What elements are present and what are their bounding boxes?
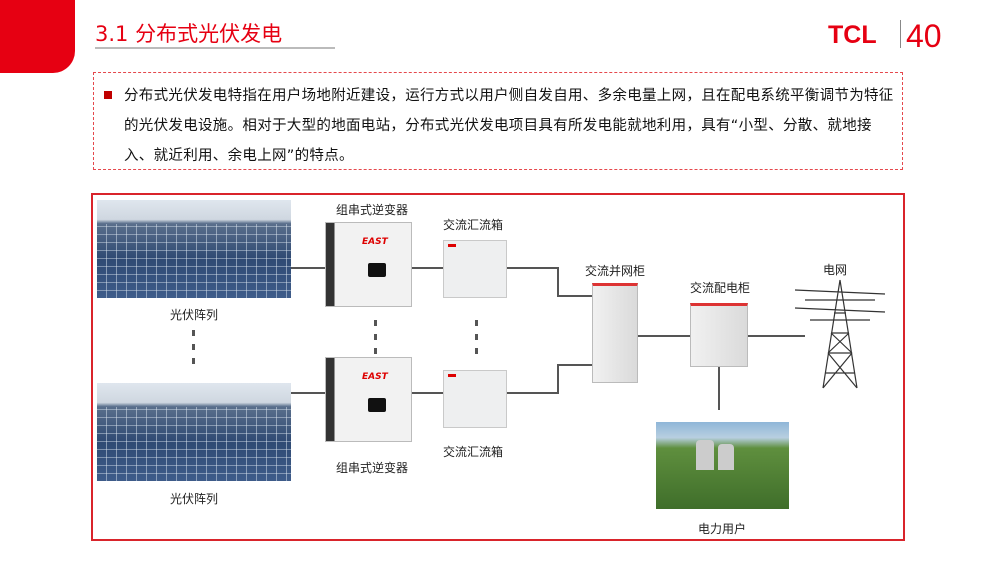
combiner-label: 交流汇流箱: [442, 445, 504, 459]
ellipsis-dot: [374, 320, 377, 326]
cooling-tower: [718, 444, 734, 470]
connector-line: [291, 392, 325, 394]
connector-line: [412, 392, 443, 394]
distribution-cabinet-label: 交流配电柜: [689, 281, 751, 295]
grid-cabinet-label: 交流并网柜: [584, 264, 646, 278]
connector-line: [412, 267, 443, 269]
svg-text:TCL: TCL: [828, 21, 877, 49]
connector-line: [557, 364, 559, 394]
corner-decoration: [0, 0, 75, 73]
connector-line: [557, 364, 592, 366]
intro-box: 分布式光伏发电特指在用户场地附近建设，运行方式以用户侧自发自用、多余电量上网，且…: [93, 72, 903, 170]
ellipsis-dot: [374, 348, 377, 354]
ellipsis-dot: [475, 320, 478, 326]
ellipsis-dot: [475, 348, 478, 354]
diagram-frame: [91, 193, 905, 541]
connector-line: [507, 267, 559, 269]
inverter-image: EAST: [325, 222, 412, 307]
pv-array-image: [97, 383, 291, 481]
ellipsis-dot: [192, 344, 195, 350]
connector-line: [557, 295, 592, 297]
combiner-box-image: [443, 370, 507, 428]
title-underline: [95, 47, 335, 49]
distribution-cabinet-image: [690, 303, 748, 367]
cooling-tower: [696, 440, 714, 470]
tcl-40-logo: TCL 40: [828, 18, 942, 52]
inverter-image: EAST: [325, 357, 412, 442]
power-user-image: [656, 422, 789, 509]
ellipsis-dot: [374, 334, 377, 340]
combiner-box-image: [443, 240, 507, 298]
svg-text:40: 40: [906, 18, 942, 52]
combiner-label: 交流汇流箱: [442, 218, 504, 232]
ellipsis-dot: [192, 330, 195, 336]
pv-array-label: 光伏阵列: [169, 308, 219, 322]
inverter-label: 组串式逆变器: [335, 203, 409, 217]
grid-cabinet-image: [592, 283, 638, 383]
connector-line: [748, 335, 805, 337]
transmission-tower-icon: [795, 279, 885, 389]
pv-array-label: 光伏阵列: [169, 492, 219, 506]
grid-label: 电网: [822, 263, 848, 277]
ellipsis-dot: [192, 358, 195, 364]
inverter-label: 组串式逆变器: [335, 461, 409, 475]
page-title: 3.1 分布式光伏发电: [95, 22, 283, 46]
connector-line: [637, 335, 690, 337]
intro-text: 分布式光伏发电特指在用户场地附近建设，运行方式以用户侧自发自用、多余电量上网，且…: [124, 88, 894, 164]
ellipsis-dot: [475, 334, 478, 340]
pv-array-image: [97, 200, 291, 298]
connector-line: [718, 367, 720, 410]
power-user-label: 电力用户: [697, 522, 747, 536]
connector-line: [291, 267, 325, 269]
bullet-icon: [104, 91, 112, 99]
connector-line: [557, 267, 559, 297]
connector-line: [507, 392, 559, 394]
